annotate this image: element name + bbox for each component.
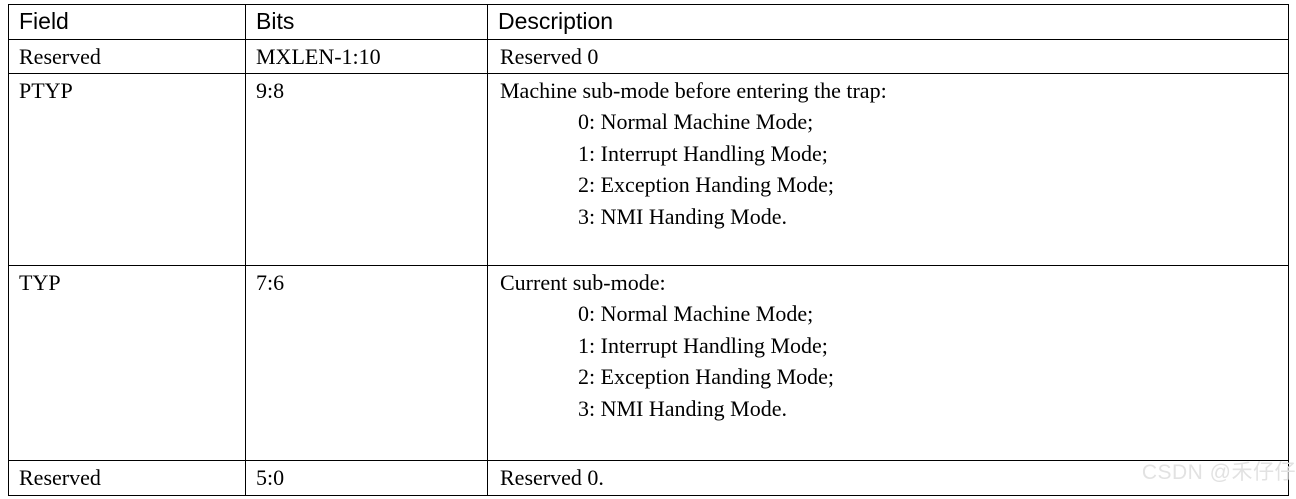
description-item: 1: Interrupt Handling Mode; (578, 332, 828, 358)
bits-range: 5:0 (256, 464, 285, 490)
cell-description: Machine sub-mode before entering the tra… (487, 72, 1289, 266)
column-header-bits-label: Bits (256, 8, 295, 34)
cell-field: Reserved (8, 459, 246, 496)
register-field-table: Field Bits Description Reserved MXLEN-1:… (8, 4, 1289, 496)
cell-description: Reserved 0 (487, 39, 1289, 74)
field-name: Reserved (19, 44, 101, 69)
description-lead: Machine sub-mode before entering the tra… (500, 77, 887, 103)
column-header-bits: Bits (245, 4, 488, 40)
column-header-description-label: Description (498, 8, 614, 34)
cell-bits: 9:8 (245, 72, 488, 266)
description-lead: Reserved 0. (500, 464, 604, 490)
bits-range: 9:8 (256, 77, 285, 103)
cell-field: Reserved (8, 39, 246, 74)
description-lead: Reserved 0 (500, 44, 599, 69)
description-item: 2: Exception Handing Mode; (578, 364, 835, 389)
field-name: Reserved (19, 464, 101, 490)
cell-description: Current sub-mode: 0: Normal Machine Mode… (487, 264, 1289, 461)
table-row: Reserved 5:0 Reserved 0. (8, 459, 1289, 496)
cell-bits: 5:0 (245, 459, 488, 496)
description-body: Reserved 0. (488, 461, 1288, 494)
table-row: TYP 7:6 Current sub-mode: 0: Normal Mach… (8, 264, 1289, 461)
column-header-description: Description (487, 4, 1289, 40)
cell-bits: 7:6 (245, 264, 488, 461)
field-name: PTYP (19, 77, 73, 103)
description-item: 0: Normal Machine Mode; (578, 109, 814, 134)
description-body: Machine sub-mode before entering the tra… (488, 74, 1288, 233)
description-body: Current sub-mode: 0: Normal Machine Mode… (488, 266, 1288, 425)
table-header-row: Field Bits Description (8, 4, 1289, 40)
cell-description: Reserved 0. (487, 459, 1289, 496)
description-item: 2: Exception Handing Mode; (578, 172, 835, 197)
description-lead: Current sub-mode: (500, 269, 666, 295)
column-header-field: Field (8, 4, 246, 40)
field-name: TYP (19, 269, 61, 295)
cell-field: TYP (8, 264, 246, 461)
table-row: Reserved MXLEN-1:10 Reserved 0 (8, 39, 1289, 74)
cell-field: PTYP (8, 72, 246, 266)
bits-range: MXLEN-1:10 (256, 44, 381, 69)
table-row: PTYP 9:8 Machine sub-mode before enterin… (8, 72, 1289, 266)
bits-range: 7:6 (256, 269, 285, 295)
column-header-field-label: Field (19, 8, 69, 34)
description-item: 3: NMI Handing Mode. (578, 395, 787, 421)
description-item: 1: Interrupt Handling Mode; (578, 140, 828, 166)
description-item: 0: Normal Machine Mode; (578, 301, 814, 326)
cell-bits: MXLEN-1:10 (245, 39, 488, 74)
description-body: Reserved 0 (488, 40, 1288, 73)
description-item: 3: NMI Handing Mode. (578, 203, 787, 229)
